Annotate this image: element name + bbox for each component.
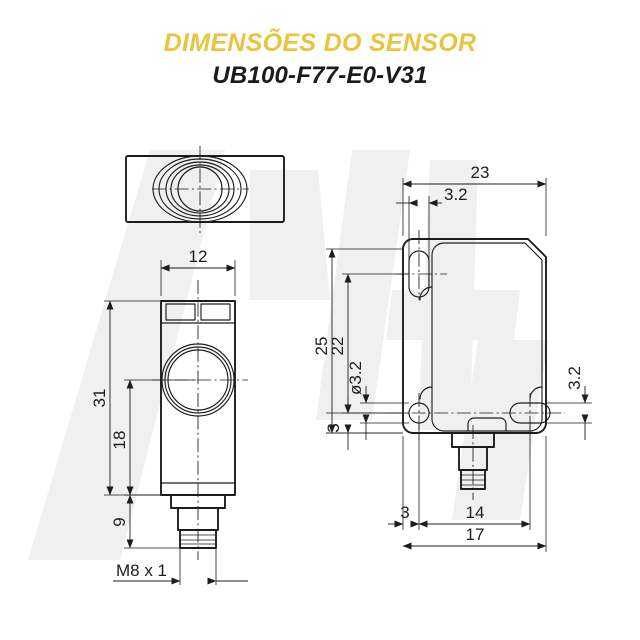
dim-side-axis-height: 18 <box>110 431 129 450</box>
front-view-dimensions: 23 3.2 25 22 ø3.2 <box>312 163 592 552</box>
dim-bottom-connector: 14 <box>466 503 485 522</box>
dim-side-total-height: 31 <box>90 389 109 408</box>
dim-front-total-height: 25 <box>312 337 331 356</box>
dim-side-width: 12 <box>189 247 208 266</box>
page-title: DIMENSÕES DO SENSOR <box>163 29 477 57</box>
page-subtitle-model: UB100-F77-E0-V31 <box>212 62 428 89</box>
dim-front-hole-diameter: ø3.2 <box>346 361 365 395</box>
watermark <box>28 150 548 560</box>
dim-bottom-left-offset: 3 <box>400 503 409 522</box>
dim-thread-callout: M8 x 1 <box>116 561 167 580</box>
dim-front-width: 23 <box>471 163 490 182</box>
front-view <box>389 230 565 500</box>
dim-bottom-total: 17 <box>466 525 485 544</box>
dim-front-right-offset: 3.2 <box>565 366 584 390</box>
dim-front-slot-span: 22 <box>328 337 347 356</box>
side-view-dimensions: 12 31 18 9 M8 x 1 <box>90 247 248 585</box>
side-view <box>152 280 248 560</box>
top-view <box>125 146 285 233</box>
title-block: DIMENSÕES DO SENSOR UB100-F77-E0-V31 <box>0 0 640 90</box>
dim-side-connector-height: 9 <box>110 517 129 526</box>
dim-front-slot-width: 3.2 <box>444 185 468 204</box>
dim-front-bottom-offset: 3 <box>324 423 343 432</box>
